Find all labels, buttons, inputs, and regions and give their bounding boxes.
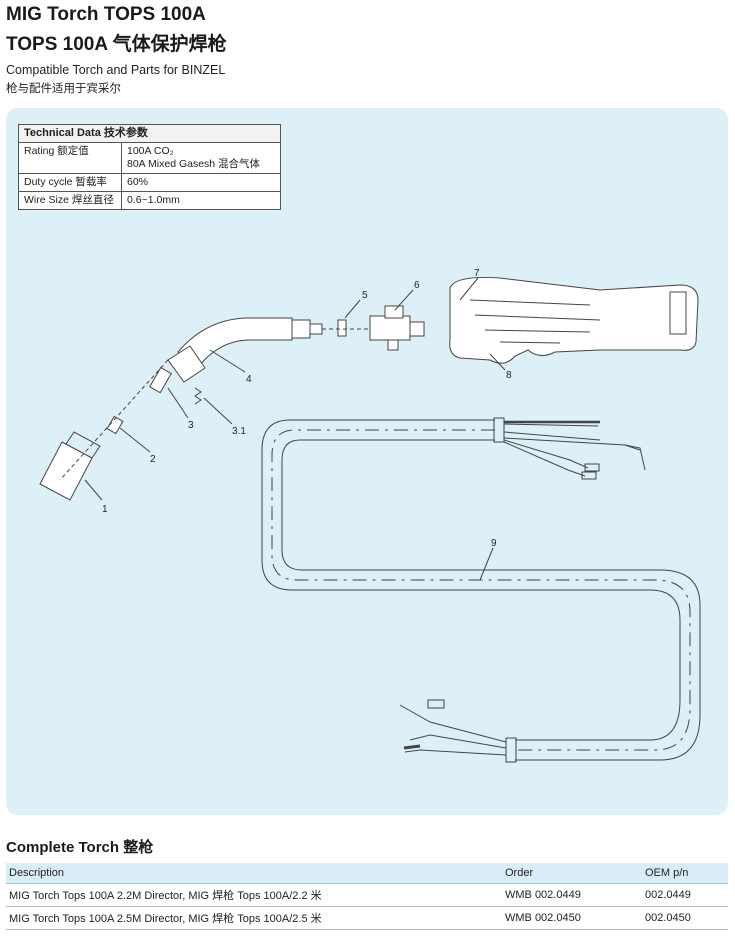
oem-cell: 002.0450 [642, 906, 728, 930]
column-header-oem: OEM p/n [642, 863, 728, 884]
table-row: Wire Size 焊丝直径 0.6~1.0mm [18, 191, 281, 210]
rating-value-line1: 100A CO₂ [127, 145, 174, 157]
diagram-panel [6, 108, 728, 815]
handle-drawing [449, 277, 699, 364]
nozzle-parts-drawing [39, 359, 202, 501]
callout-9: 9 [491, 538, 497, 549]
wire-size-value: 0.6~1.0mm [121, 191, 281, 210]
connector-drawing [322, 305, 425, 351]
callout-4: 4 [246, 374, 252, 385]
page-title: MIG Torch TOPS 100A [6, 4, 206, 25]
callout-3-1: 3.1 [232, 426, 246, 437]
callout-1: 1 [102, 504, 108, 515]
oem-cell: 002.0449 [642, 883, 728, 907]
wire-size-label: Wire Size 焊丝直径 [18, 191, 122, 210]
complete-torch-table: Description Order OEM p/n MIG Torch Tops… [6, 863, 728, 930]
column-header-order: Order [502, 863, 642, 884]
callout-5: 5 [362, 290, 368, 301]
page-title-cn: TOPS 100A 气体保护焊枪 [6, 34, 227, 55]
duty-cycle-value: 60% [121, 173, 281, 192]
subtitle-cn: 枪与配件适用于宾采尔 [6, 83, 121, 95]
callout-8: 8 [506, 370, 512, 381]
description-cell: MIG Torch Tops 100A 2.2M Director, MIG 焊… [6, 883, 502, 907]
callout-3: 3 [188, 420, 194, 431]
table-row: MIG Torch Tops 100A 2.2M Director, MIG 焊… [6, 883, 728, 907]
rating-value-line2: 80A Mixed Gasesh 混合气体 [127, 158, 261, 170]
subtitle-en: Compatible Torch and Parts for BINZEL [6, 63, 226, 77]
cable-assembly-drawing [261, 417, 701, 763]
callout-6: 6 [414, 280, 420, 291]
complete-torch-heading: Complete Torch 整枪 [6, 839, 154, 856]
technical-data-heading: Technical Data 技术参数 [18, 124, 281, 143]
column-header-description: Description [6, 863, 502, 884]
torch-exploded-drawing: 1 2 3 3.1 4 5 6 7 8 9 [39, 268, 701, 763]
rating-label: Rating 额定值 [18, 142, 122, 174]
description-cell: MIG Torch Tops 100A 2.5M Director, MIG 焊… [6, 906, 502, 930]
leader-lines [84, 277, 506, 581]
order-cell: WMB 002.0449 [502, 883, 642, 907]
technical-data-table: Technical Data 技术参数 Rating 额定值 100A CO₂ … [18, 124, 281, 210]
swan-neck-drawing [167, 317, 323, 383]
rating-value: 100A CO₂ 80A Mixed Gasesh 混合气体 [121, 142, 281, 174]
callout-7: 7 [474, 268, 480, 279]
table-row: Rating 额定值 100A CO₂ 80A Mixed Gasesh 混合气… [18, 142, 281, 174]
table-row: Duty cycle 暂载率 60% [18, 173, 281, 192]
callout-2: 2 [150, 454, 156, 465]
order-cell: WMB 002.0450 [502, 906, 642, 930]
table-row: MIG Torch Tops 100A 2.5M Director, MIG 焊… [6, 906, 728, 930]
